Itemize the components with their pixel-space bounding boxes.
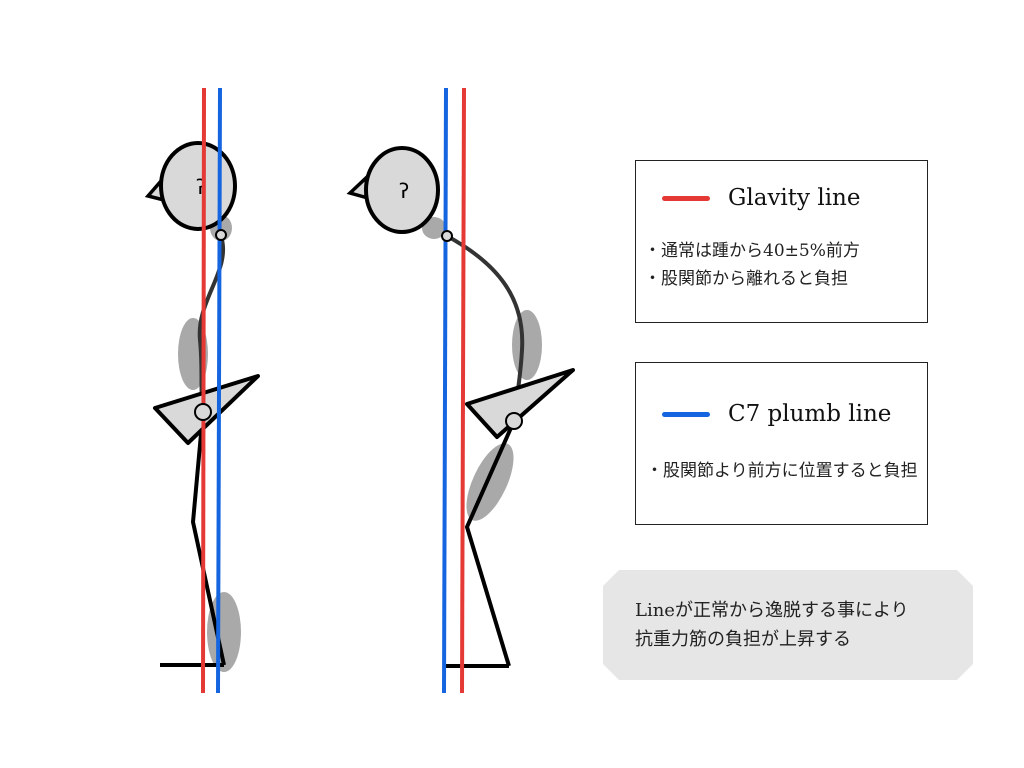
c7-marker — [441, 230, 453, 242]
c7-plumb-line-right — [442, 87, 448, 694]
head — [364, 146, 440, 234]
hip-joint — [194, 403, 212, 421]
callout-line: Lineが正常から逸脱する事により — [635, 600, 909, 621]
c7-note: ・股関節より前方に位置すると負担 — [646, 461, 918, 481]
c7-line-swatch — [662, 411, 710, 417]
c7-plumb-line-left — [216, 87, 222, 694]
figure-stooped-posture: ʔ — [346, 87, 575, 694]
c7-plumb-line-legend: C7 plumb line ・股関節より前方に位置すると負担 — [635, 362, 928, 525]
back-muscle — [512, 310, 542, 380]
thigh-muscle — [466, 443, 514, 521]
gravity-line-legend: Glavity line ・通常は踵から40±5%前方 ・股関節から離れると負担 — [635, 160, 928, 323]
neck-muscle — [422, 217, 446, 239]
ear-icon: ʔ — [196, 175, 206, 199]
conclusion-callout: Lineが正常から逸脱する事により 抗重力筋の負担が上昇する — [603, 570, 973, 680]
leg — [160, 411, 226, 667]
calf-muscle — [207, 592, 241, 672]
pelvis — [465, 368, 575, 439]
gravity-note: ・通常は踵から40±5%前方 — [644, 241, 860, 261]
gravity-note: ・股関節から離れると負担 — [644, 269, 848, 289]
figure-normal-posture: ʔ — [144, 87, 260, 694]
gravity-line-label: Glavity line — [728, 185, 861, 211]
c7-marker — [215, 229, 227, 241]
c7-line-label: C7 plumb line — [728, 401, 892, 427]
callout-line: 抗重力筋の負担が上昇する — [635, 629, 851, 650]
gravity-line-right — [460, 87, 466, 694]
hip-joint — [505, 412, 523, 430]
ear-icon: ʔ — [399, 179, 409, 203]
head — [159, 141, 237, 231]
gravity-line-left — [201, 87, 206, 694]
gravity-line-swatch — [662, 195, 710, 201]
leg — [446, 420, 516, 668]
